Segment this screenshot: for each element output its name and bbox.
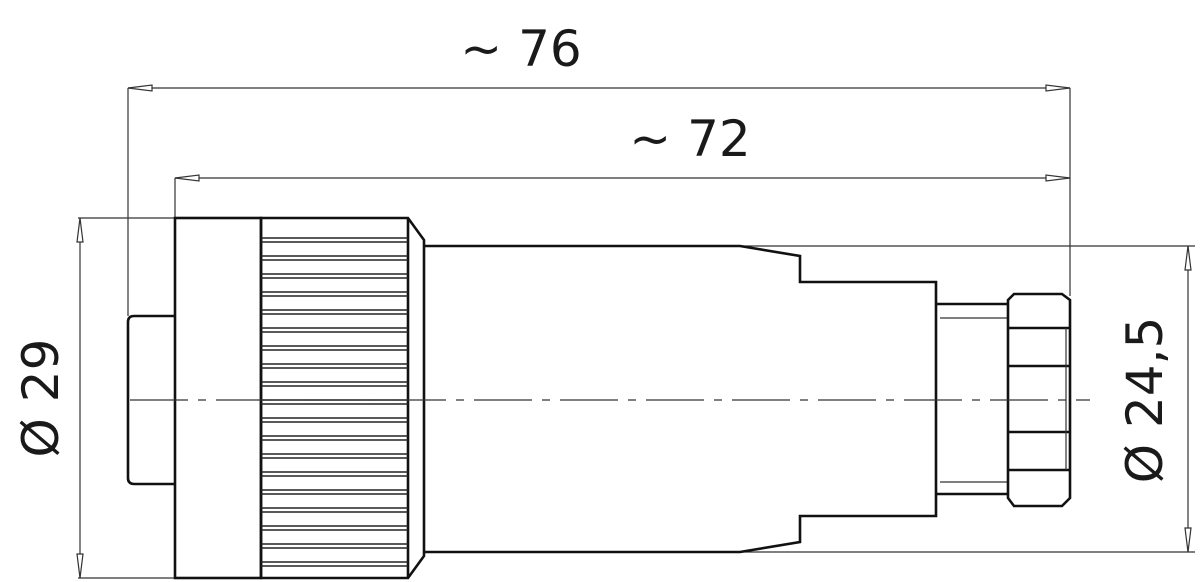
dimension-cable-end-diameter: Ø 24,5	[740, 245, 1195, 553]
connector-body	[126, 216, 1090, 580]
hex-cable-nut	[1006, 292, 1072, 508]
main-housing	[424, 244, 938, 554]
knurl-lines	[261, 237, 408, 567]
dimension-nut-diameter: Ø 29	[12, 217, 175, 579]
knurled-nut	[259, 216, 426, 580]
overall-length-label: ~ 76	[460, 20, 581, 78]
front-contact-stub	[126, 314, 175, 486]
dimension-body-length: ~ 72	[174, 110, 1071, 218]
nut-diameter-label: Ø 29	[12, 339, 70, 458]
cable-neck	[936, 302, 1008, 496]
dimension-overall-length: ~ 76	[127, 20, 1071, 316]
cable-end-diameter-label: Ø 24,5	[1116, 317, 1174, 484]
body-length-label: ~ 72	[629, 110, 750, 168]
coupling-ring	[173, 216, 263, 580]
